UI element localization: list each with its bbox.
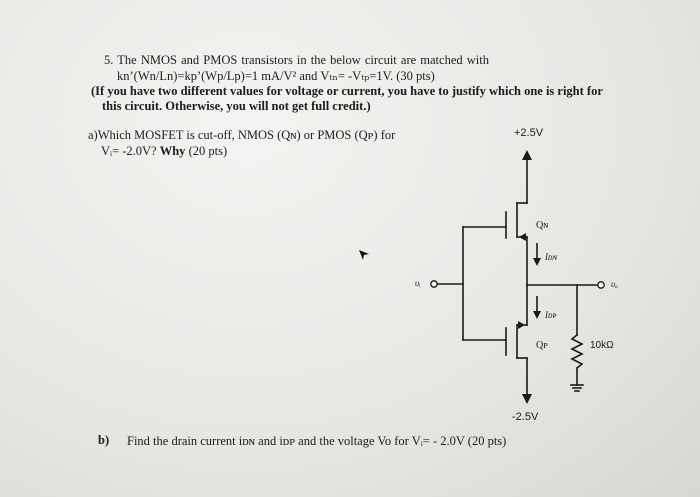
idn-arrow-shaft	[536, 243, 538, 261]
idp-label: Iᴅᴘ	[545, 310, 557, 320]
idp-arrow-shaft	[536, 296, 538, 314]
problem-line-3: (If you have two different values for vo…	[91, 84, 603, 98]
qn-source-arrow-icon	[519, 233, 526, 241]
part-a-line-2: Vᵢ= -2.0V? Why (20 pts)	[101, 145, 227, 158]
part-a-points: (20 pts)	[188, 144, 228, 158]
vdd-label: +2.5V	[514, 127, 544, 139]
qp-label: Qᴘ	[536, 340, 548, 351]
part-a-why: Why	[159, 144, 186, 158]
vi-terminal-icon	[430, 280, 438, 288]
problem-line-4: this circuit. Otherwise, you will not ge…	[102, 99, 371, 113]
vi-label: υᵢ	[415, 278, 421, 288]
qp-source-arrow-icon	[518, 321, 525, 329]
qn-label: Qɴ	[536, 220, 549, 231]
problem-line-1: 5. The NMOS and PMOS transistors in the …	[104, 53, 489, 67]
vo-terminal-icon	[597, 281, 605, 289]
part-a-condition: Vᵢ= -2.0V?	[101, 144, 157, 158]
vss-arrow-icon	[522, 394, 532, 404]
mouse-cursor-icon	[359, 250, 369, 260]
part-b-label: b)	[98, 433, 110, 447]
idn-label: Iᴅɴ	[545, 252, 558, 262]
idn-arrow-icon	[533, 258, 541, 266]
vdd-arrow-icon	[522, 150, 532, 160]
part-a-line-1: a)Which MOSFET is cut-off, NMOS (Qɴ) or …	[88, 128, 396, 142]
vss-label: -2.5V	[512, 411, 539, 423]
idp-arrow-icon	[533, 311, 541, 319]
resistor-zigzag	[570, 333, 584, 370]
resistor-label: 10kΩ	[590, 340, 614, 351]
problem-line-2: kn’(Wn/Ln)=kp’(Wp/Lp)=1 mA/V² and Vₜₙ= -…	[117, 69, 435, 83]
vo-label: υₒ	[611, 279, 618, 289]
part-b-text: Find the drain current iᴅɴ and iᴅᴘ and t…	[127, 434, 507, 448]
